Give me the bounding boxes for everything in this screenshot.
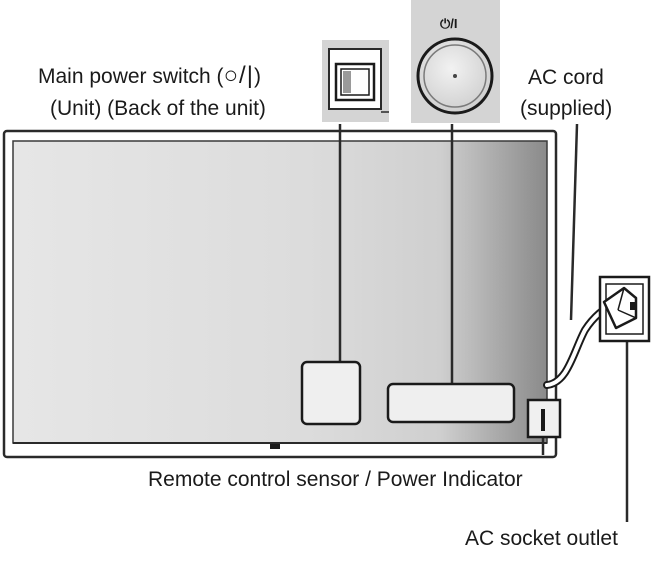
standby-button-location-box — [386, 382, 516, 424]
ac-cord-label-line2: (supplied) — [520, 97, 613, 120]
standby-symbol-label: ⏻/I — [440, 16, 458, 31]
main-power-switch-label-line2: (Unit) (Back of the unit) — [50, 97, 266, 120]
main-power-symbol: ○/| — [223, 62, 254, 89]
standby-button-inset — [411, 0, 500, 123]
remote-sensor-label: Remote control sensor / Power Indicator — [148, 468, 523, 491]
main-power-switch-label: Main power switch (○/|) — [38, 62, 261, 89]
main-switch-location-box — [300, 360, 362, 426]
remote-sensor-marker — [270, 444, 280, 449]
main-switch-inset — [322, 40, 389, 122]
leader-lines — [338, 123, 629, 522]
power-plug-icon — [602, 286, 638, 330]
ac-socket-outlet-label: AC socket outlet — [465, 527, 618, 550]
display-unit — [2, 129, 558, 459]
ac-cord-label: AC cord — [528, 66, 604, 89]
